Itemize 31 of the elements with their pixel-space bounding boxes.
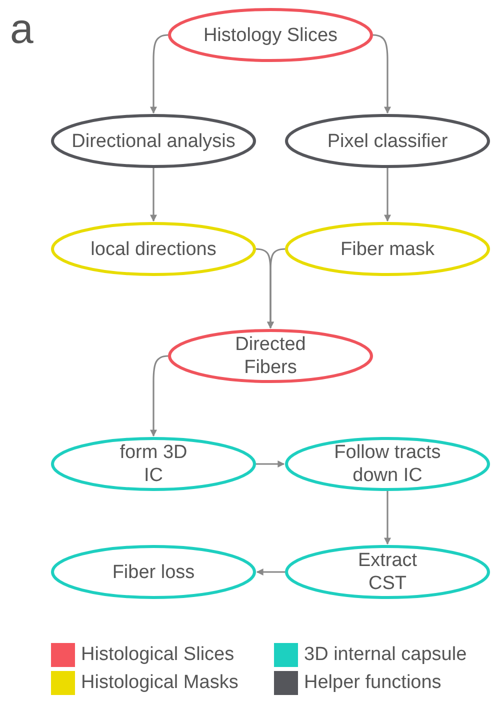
node-label: Fiber loss: [112, 560, 195, 584]
panel-letter: a: [10, 6, 34, 52]
node-label: Directed Fibers: [234, 333, 307, 379]
arrow: [384, 491, 391, 545]
process-ellipse: [51, 114, 256, 168]
node-label: form 3D IC: [118, 441, 188, 487]
arrow: [256, 568, 285, 576]
node-label: Fiber mask: [340, 238, 434, 260]
process-ellipse: [168, 329, 373, 383]
legend-label: Helper functions: [304, 672, 442, 694]
node-label: local directions: [90, 238, 216, 260]
arrow: [256, 460, 285, 468]
node-label: Directional analysis: [72, 130, 236, 152]
arrow: [384, 168, 391, 222]
arrow: [267, 248, 286, 329]
process-ellipse: [285, 114, 490, 168]
arrow: [150, 168, 157, 222]
node-label: Follow tracts down IC: [333, 441, 442, 487]
node-label: Extract CST: [356, 549, 418, 595]
process-ellipse: [285, 437, 490, 491]
node-label: Pixel classifier: [327, 130, 448, 152]
legend-label: 3D internal capsule: [304, 644, 467, 666]
process-ellipse: [168, 8, 373, 62]
legend-label: Histological Masks: [81, 672, 238, 694]
process-ellipse: [285, 545, 490, 599]
process-ellipse: [51, 545, 256, 599]
process-ellipse: [51, 222, 256, 276]
legend-label: Histological Slices: [81, 644, 234, 666]
node-label: Histology Slices: [203, 24, 338, 46]
process-ellipse: [51, 437, 256, 491]
process-ellipse: [285, 222, 490, 276]
